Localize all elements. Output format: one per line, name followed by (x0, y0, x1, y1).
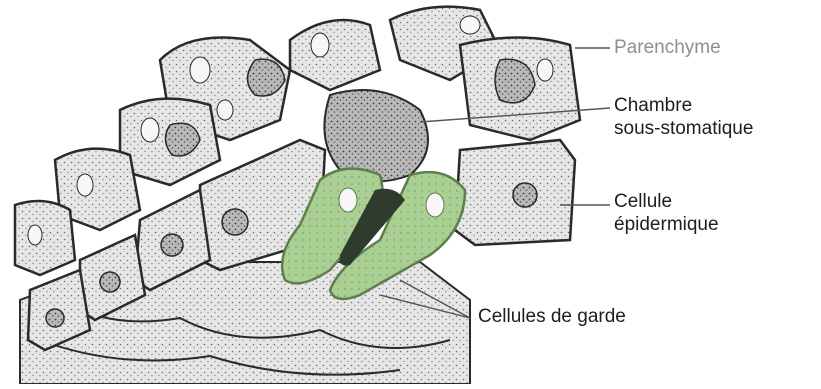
label-cellule-line1: Cellule (614, 190, 719, 213)
label-cellule-epidermique: Cellule épidermique (614, 190, 719, 236)
label-chambre-line1: Chambre (614, 94, 753, 117)
label-parenchyme: Parenchyme (614, 36, 721, 59)
label-cellules-de-garde: Cellules de garde (478, 305, 626, 328)
label-garde-text: Cellules de garde (478, 306, 626, 327)
sub-stomatal-chamber (324, 90, 428, 181)
label-chambre-line2: sous-stomatique (614, 117, 753, 140)
label-parenchyme-text: Parenchyme (614, 37, 721, 58)
label-cellule-line2: épidermique (614, 213, 719, 236)
label-chambre-sous-stomatique: Chambre sous-stomatique (614, 94, 753, 140)
